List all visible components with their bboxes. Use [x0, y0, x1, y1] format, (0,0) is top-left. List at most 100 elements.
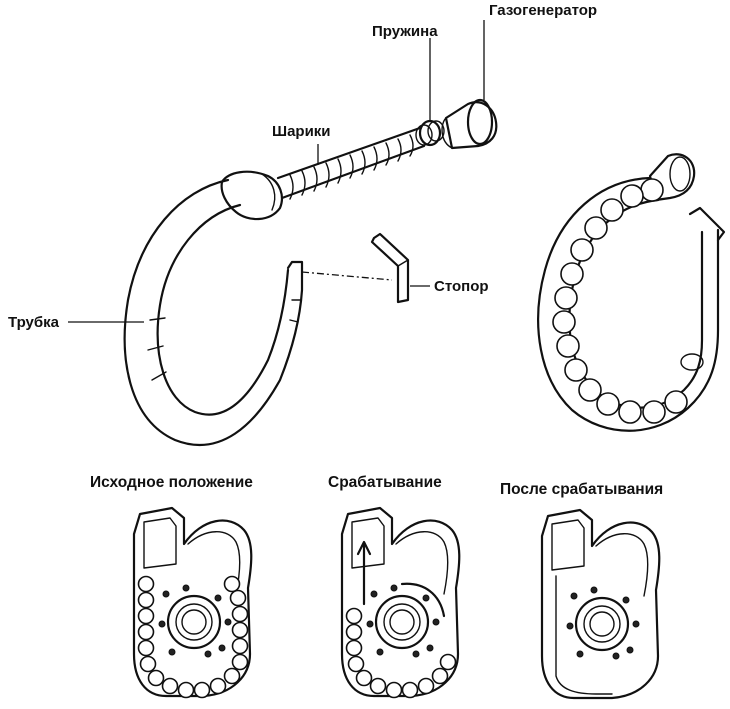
- ball: [229, 589, 247, 607]
- ball: [137, 623, 155, 641]
- spool-hub: [589, 611, 615, 637]
- ball: [552, 310, 576, 334]
- texture-dot: [204, 650, 212, 658]
- texture-dot: [390, 584, 398, 592]
- ball: [137, 607, 155, 625]
- texture-dot: [570, 592, 578, 600]
- label-balls: Шарики: [272, 123, 331, 140]
- texture-dot: [218, 644, 226, 652]
- texture-dot: [566, 622, 574, 630]
- ball: [231, 653, 249, 671]
- texture-dot: [168, 648, 176, 656]
- spool-inner: [383, 603, 421, 641]
- ball: [347, 655, 365, 673]
- ball: [139, 655, 157, 673]
- ball: [355, 669, 373, 687]
- spool-inner: [175, 603, 213, 641]
- ball: [664, 390, 688, 414]
- ball: [431, 667, 449, 685]
- label-stopper: Стопор: [434, 278, 489, 295]
- stopper-dashed-line: [301, 271, 393, 281]
- texture-dot: [412, 650, 420, 658]
- tube-hatch: [147, 299, 301, 381]
- texture-dot: [590, 586, 598, 594]
- tube-inner-outline: [156, 203, 290, 416]
- ball: [161, 677, 179, 695]
- assembled-outlet: [680, 353, 704, 371]
- texture-dot: [576, 650, 584, 658]
- caption-after: После срабатывания: [500, 481, 663, 498]
- texture-dot: [422, 594, 430, 602]
- texture-dot: [376, 648, 384, 656]
- tube-outer-outline: [123, 178, 304, 446]
- texture-dot: [426, 644, 434, 652]
- gas-generator: [441, 98, 498, 150]
- state-triggering-diagram: [340, 506, 461, 699]
- assembled-gas-generator: [648, 153, 696, 202]
- ball: [223, 667, 241, 685]
- spring: [415, 119, 445, 147]
- ball: [223, 575, 241, 593]
- texture-dot: [612, 652, 620, 660]
- state-initial-diagram: [132, 506, 253, 699]
- ball: [618, 400, 642, 424]
- ball: [554, 286, 578, 310]
- housing-window: [551, 519, 585, 571]
- ball: [231, 605, 249, 623]
- empty-tube-line: [555, 575, 613, 695]
- ball: [193, 681, 211, 699]
- ball: [209, 677, 227, 695]
- arrow-up: [356, 540, 372, 606]
- ball: [642, 400, 666, 424]
- texture-dot: [366, 620, 374, 628]
- texture-dot: [432, 618, 440, 626]
- ball: [439, 653, 457, 671]
- ball: [147, 669, 165, 687]
- texture-dot: [162, 590, 170, 598]
- label-gas-generator: Газогенератор: [489, 2, 597, 19]
- tube-end: [286, 260, 304, 270]
- ball: [417, 677, 435, 695]
- ball: [640, 178, 664, 202]
- ball: [231, 621, 249, 639]
- housing-outline: [540, 508, 661, 700]
- texture-dot: [158, 620, 166, 628]
- label-tube: Трубка: [8, 314, 60, 331]
- label-spring: Пружина: [372, 23, 438, 40]
- ball: [369, 677, 387, 695]
- assembled-ball-chain: [552, 178, 688, 424]
- ball: [231, 637, 249, 655]
- ball: [137, 575, 155, 593]
- ball: [564, 358, 588, 382]
- ball: [578, 378, 602, 402]
- ball: [137, 639, 155, 657]
- caption-initial: Исходное положение: [90, 474, 253, 491]
- ball: [600, 198, 624, 222]
- spool-outer: [374, 594, 430, 650]
- texture-dot: [224, 618, 232, 626]
- housing-outline: [340, 506, 461, 698]
- ball: [385, 681, 403, 699]
- housing-inner: [187, 531, 241, 595]
- housing-outline: [132, 506, 253, 698]
- spool-hub: [389, 609, 415, 635]
- texture-dot: [632, 620, 640, 628]
- ball: [570, 238, 594, 262]
- housing-inner: [595, 533, 649, 597]
- arrow-curve: [400, 582, 446, 618]
- tube-coupling: [220, 170, 284, 221]
- housing-window: [351, 517, 385, 569]
- spool-outer: [574, 596, 630, 652]
- assembled-tube-outer: [537, 176, 720, 432]
- texture-dot: [622, 596, 630, 604]
- state-after-diagram: [540, 508, 661, 700]
- tube-assembly: [68, 20, 498, 446]
- texture-dot: [214, 594, 222, 602]
- ball: [620, 184, 644, 208]
- tube-coupling-edge: [261, 173, 276, 211]
- assembled-stopper: [688, 206, 726, 242]
- texture-dot: [370, 590, 378, 598]
- ball: [596, 392, 620, 416]
